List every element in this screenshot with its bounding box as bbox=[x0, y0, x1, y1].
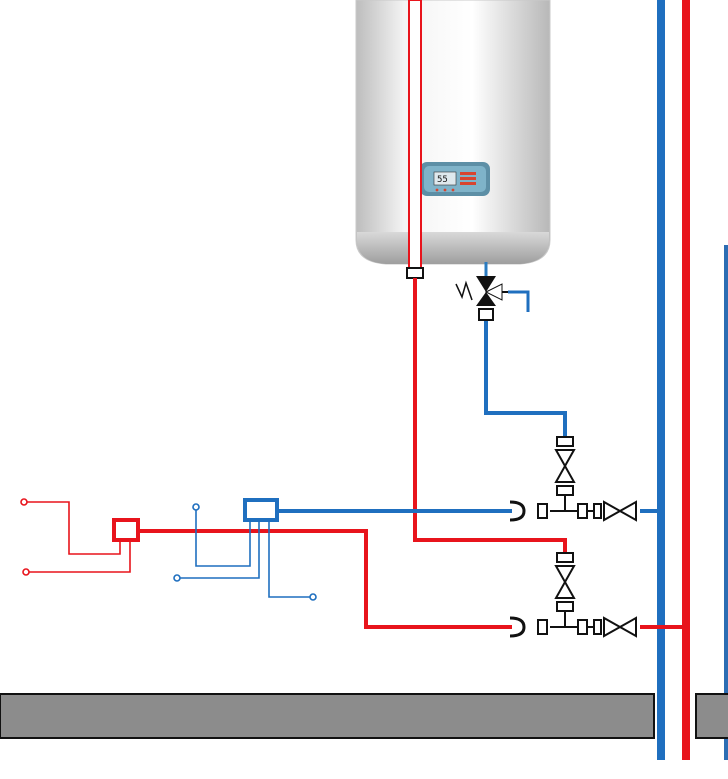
heater-control-panel: 55 bbox=[420, 162, 490, 196]
hot-outlet-point bbox=[22, 568, 30, 576]
heater-hot-outlet-pipe bbox=[406, 0, 567, 553]
hot-valve-assembly bbox=[509, 552, 637, 638]
cold-horizontal-ball-valve-icon bbox=[593, 500, 637, 522]
cold-vertical-ball-valve-icon bbox=[554, 436, 576, 511]
heater-indicator-light bbox=[451, 188, 455, 192]
hot-supply-line bbox=[138, 529, 686, 629]
floor-slab-right bbox=[695, 693, 728, 739]
heater-bottom-cap bbox=[357, 232, 549, 264]
cold-outlet-point bbox=[309, 593, 317, 601]
cold-water-collector bbox=[173, 498, 317, 601]
cold-outlet-point bbox=[173, 574, 181, 582]
hot-tee-fitting bbox=[509, 616, 600, 638]
hot-outlet-branch bbox=[29, 540, 131, 573]
heater-hot-outlet-fitting bbox=[406, 267, 424, 279]
hot-outlet-point bbox=[20, 498, 28, 506]
cold-collector-box bbox=[243, 498, 279, 522]
cold-valve-assembly bbox=[509, 436, 637, 522]
hot-collector-box bbox=[112, 518, 140, 542]
heater-cold-inlet bbox=[484, 262, 567, 437]
cold-outlet-branch bbox=[195, 510, 251, 567]
hot-vertical-ball-valve-icon bbox=[554, 552, 576, 627]
water-heater: 55 bbox=[355, 0, 551, 265]
heater-tank-body bbox=[355, 0, 551, 265]
floor-slab-left bbox=[0, 693, 655, 739]
cold-tee-fitting bbox=[509, 500, 600, 522]
cold-outlet-branch bbox=[268, 520, 310, 598]
riser-partial-edge bbox=[724, 245, 728, 760]
heater-indicator-light bbox=[435, 188, 439, 192]
safety-valve-icon bbox=[455, 276, 508, 321]
heater-display-readout: 55 bbox=[437, 175, 448, 185]
hot-horizontal-ball-valve-icon bbox=[593, 616, 637, 638]
hot-outlet-branch bbox=[27, 501, 121, 555]
heater-indicator-light bbox=[443, 188, 447, 192]
cold-outlet-branch bbox=[180, 520, 260, 579]
cold-outlet-point bbox=[192, 503, 200, 511]
hot-water-collector bbox=[20, 498, 140, 576]
floor-slab bbox=[0, 693, 728, 739]
